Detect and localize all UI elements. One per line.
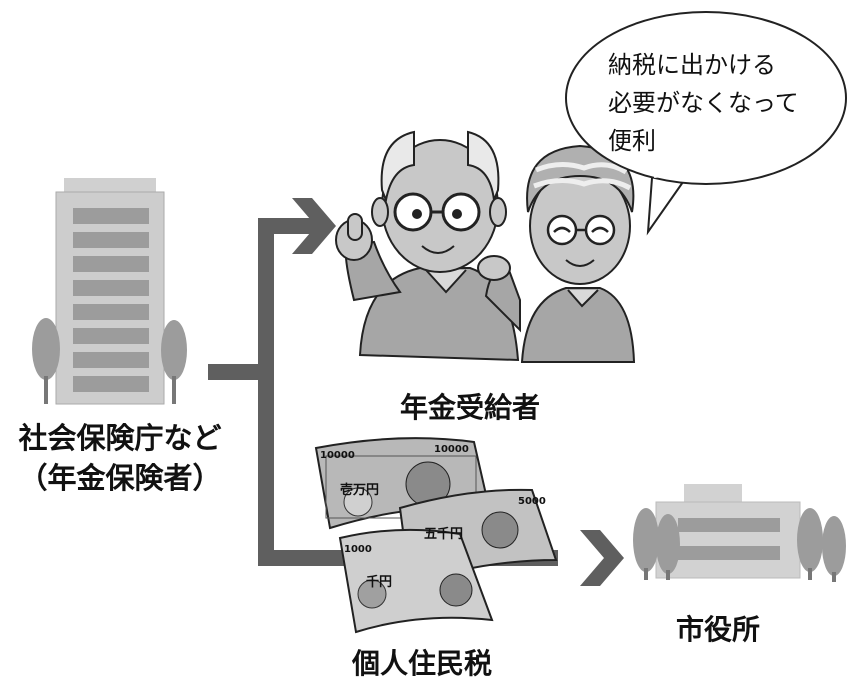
city-hall-label: 市役所 [676,613,761,646]
speech-line-3: 便利 [608,127,656,155]
speech-line-1: 納税に出かける [608,51,776,79]
pension-office-building [55,178,165,405]
city-hall-building [655,484,801,579]
resident-tax-label: 個人住民税 [352,647,493,680]
banknote-5000-number: 5000 [518,496,546,507]
elderly-man-illustration [335,130,520,362]
city-hall-trees [633,508,846,582]
banknote-1000 [338,528,494,634]
pension-recipient-label: 年金受給者 [400,391,541,424]
speech-bubble-text: 納税に出かける 必要がなくなって 便利 [608,46,818,160]
speech-line-2: 必要がなくなって [608,89,799,117]
banknote-10000-text: 壱万円 [340,482,379,498]
tree-left [32,318,60,404]
pension-insurer-label-line1: 社会保険庁など [18,421,222,455]
banknote-10000-number: 10000 [434,444,469,455]
banknote-1000-number: 1000 [344,544,372,555]
tree-right [161,320,187,404]
banknote-10000-number: 10000 [320,450,355,461]
pension-insurer-label: 社会保険庁など （年金保険者） [6,418,234,498]
banknote-1000-text: 千円 [366,574,392,590]
speech-bubble [565,11,847,236]
banknote-5000-text: 五千円 [424,526,463,542]
pension-insurer-label-line2: （年金保険者） [18,461,222,495]
elderly-woman-illustration [477,144,636,363]
